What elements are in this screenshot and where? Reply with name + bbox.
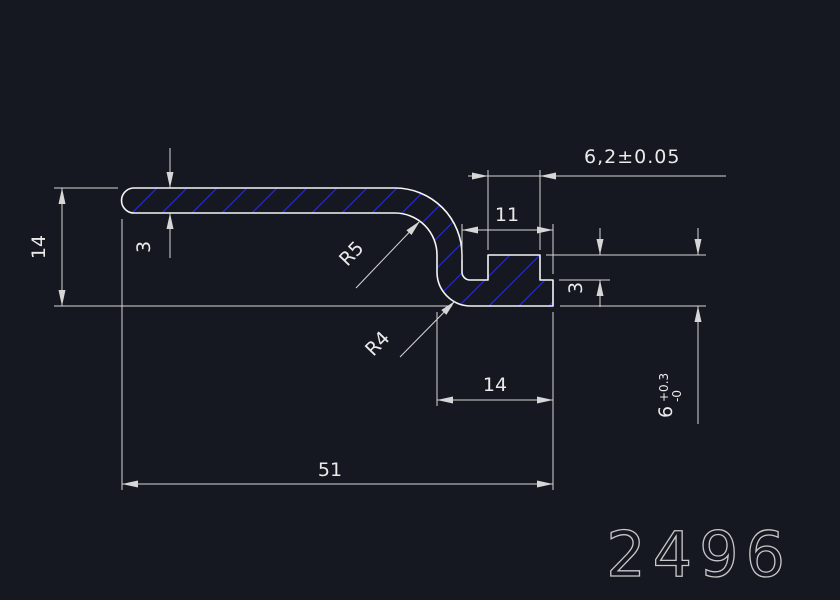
dim-overall-width-label: 51 <box>318 459 342 481</box>
dim-boss-width-label: 6,2±0.05 <box>584 146 680 168</box>
dim-foot-height: 6 +0.3 -0 <box>560 228 706 424</box>
arrowhead <box>537 226 553 234</box>
dim-foot-height-tol-upper: +0.3 <box>657 373 671 402</box>
dim-slot-width-label: 11 <box>495 204 519 226</box>
dim-inner-radius: R5 <box>335 220 421 289</box>
arrowhead <box>472 172 488 180</box>
arrowhead <box>596 280 604 296</box>
arrowhead <box>537 396 553 404</box>
arrowhead <box>694 306 702 322</box>
arrowhead <box>406 221 420 235</box>
arrowhead <box>58 188 66 204</box>
dim-inner-radius-label: R5 <box>335 237 368 270</box>
dim-foot-width: 14 <box>436 312 554 490</box>
dim-boss-height: 3 <box>546 228 706 307</box>
dim-overall-width: 51 <box>121 219 553 490</box>
dim-boss-width: 6,2±0.05 <box>468 146 726 250</box>
dim-foot-width-label: 14 <box>483 374 507 396</box>
arrowhead <box>166 172 174 188</box>
dim-flange-thickness: 3 <box>133 148 174 258</box>
arrowhead <box>58 290 66 306</box>
arrowhead <box>462 226 478 234</box>
dim-flange-thickness-label: 3 <box>133 241 155 253</box>
dim-slot-width: 11 <box>461 204 554 274</box>
dim-foot-height-tol-lower: -0 <box>670 390 684 402</box>
arrowhead <box>694 239 702 255</box>
arrowhead <box>437 396 453 404</box>
arrowhead <box>166 213 174 229</box>
dim-foot-height-label: 6 <box>655 406 677 418</box>
dim-boss-height-label: 3 <box>565 282 587 294</box>
dim-overall-height-label: 14 <box>28 235 50 259</box>
dim-outer-radius-label: R4 <box>361 327 394 360</box>
dim-overall-height: 14 <box>28 187 452 307</box>
arrowhead <box>122 480 138 488</box>
arrowhead <box>441 301 455 315</box>
hatch-lines <box>121 188 553 306</box>
dim-outer-radius: R4 <box>361 300 456 361</box>
arrowhead <box>537 480 553 488</box>
drawing-number: 2496 <box>606 518 792 591</box>
arrowhead <box>540 172 556 180</box>
profile-geometry <box>120 187 554 307</box>
arrowhead <box>596 239 604 255</box>
profile-outline <box>120 187 554 307</box>
